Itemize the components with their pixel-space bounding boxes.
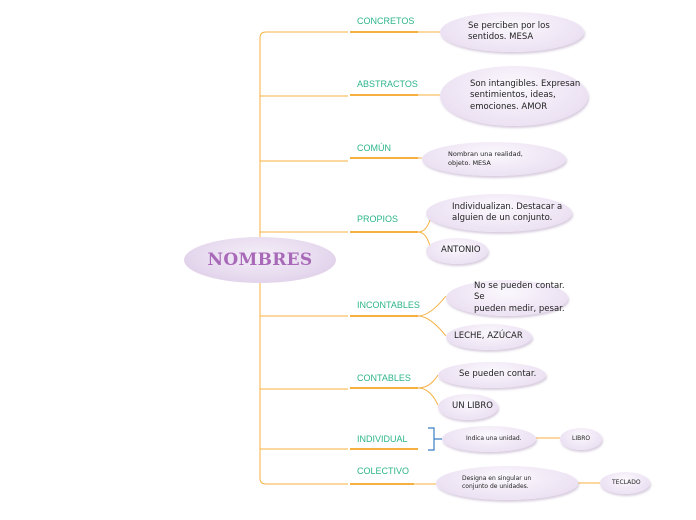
category-colectivo[interactable]: COLECTIVO <box>357 466 410 476</box>
note-individual[interactable]: Indica una unidad. <box>442 426 536 452</box>
category-comun[interactable]: COMÚN <box>357 143 391 153</box>
example-incontables[interactable]: LECHE, AZÚCAR <box>446 324 532 350</box>
category-concretos[interactable]: CONCRETOS <box>357 16 415 26</box>
example-propios[interactable]: ANTONIO <box>426 238 488 264</box>
category-propios[interactable]: PROPIOS <box>357 214 399 224</box>
note-incontables[interactable]: No se pueden contar. Se pueden medir, pe… <box>446 280 568 316</box>
root-label: NOMBRES <box>207 250 313 270</box>
note-propios[interactable]: Individualizan. Destacar a alguien de un… <box>426 194 572 232</box>
note-abstractos[interactable]: Son intangibles. Expresan sentimientos, … <box>440 66 588 126</box>
example-individual[interactable]: LIBRO <box>560 428 602 450</box>
note-comun[interactable]: Nombran una realidad, objeto. MESA <box>422 142 566 176</box>
category-incontables[interactable]: INCONTABLES <box>357 300 420 310</box>
category-individual[interactable]: INDIVIDUAL <box>357 434 408 444</box>
note-concretos[interactable]: Se perciben por los sentidos. MESA <box>440 12 584 52</box>
example-colectivo[interactable]: TECLADO <box>600 472 650 494</box>
category-contables[interactable]: CONTABLES <box>357 373 411 383</box>
note-colectivo[interactable]: Designa en singular un conjunto de unida… <box>436 466 578 500</box>
example-contables[interactable]: UN LIBRO <box>438 394 498 420</box>
note-contables[interactable]: Se pueden contar. <box>438 362 546 388</box>
category-abstractos[interactable]: ABSTRACTOS <box>357 79 418 89</box>
root-node[interactable]: NOMBRES <box>184 237 336 283</box>
